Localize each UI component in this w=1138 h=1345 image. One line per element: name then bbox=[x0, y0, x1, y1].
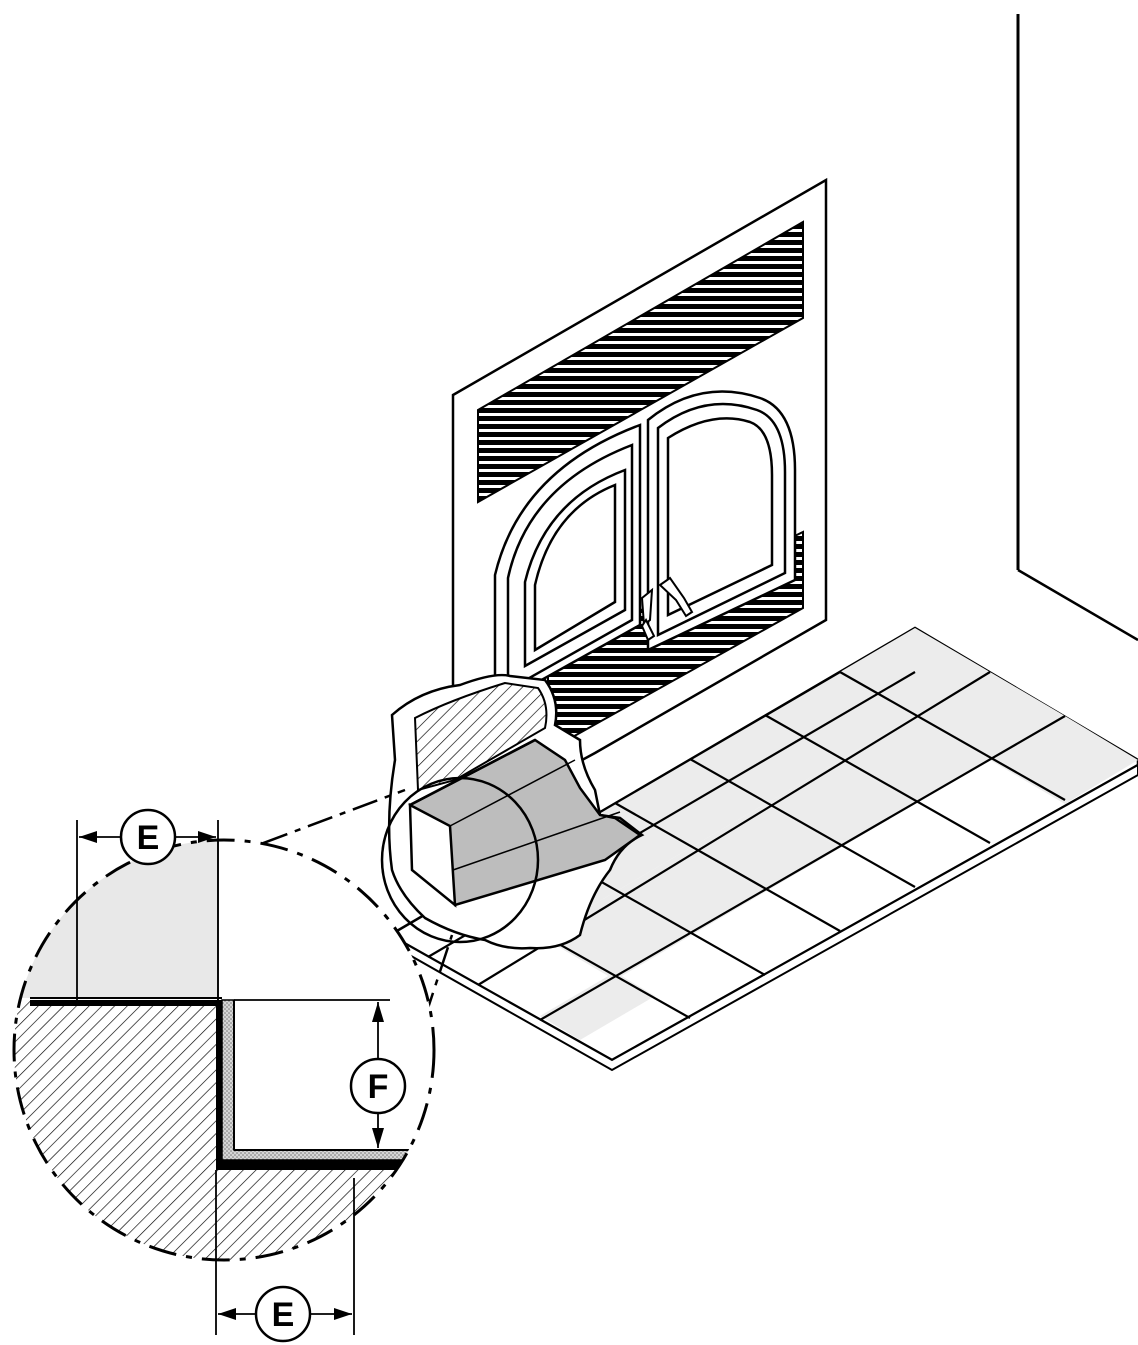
shaded-cut-region bbox=[14, 840, 218, 998]
masonry-hatch bbox=[413, 681, 548, 792]
magnifier-leaders bbox=[217, 788, 454, 1201]
hearth-cutaway bbox=[380, 673, 645, 950]
zoom-source-circle bbox=[380, 776, 540, 944]
wall-corner bbox=[1016, 14, 1138, 642]
callout-e-bottom: E bbox=[272, 1296, 295, 1334]
fireplace-doors bbox=[493, 390, 797, 709]
dimension-e-bottom: E bbox=[215, 1170, 355, 1343]
door-handles bbox=[640, 576, 694, 642]
channel-block bbox=[408, 738, 643, 908]
magnifier-circle bbox=[12, 838, 436, 1262]
dimension-f: F bbox=[234, 999, 407, 1148]
upper-louver bbox=[477, 220, 804, 504]
callout-e-top: E bbox=[137, 819, 160, 857]
dimension-e-top: E bbox=[76, 808, 219, 1000]
callout-e-bottom-circle bbox=[254, 1285, 312, 1343]
callout-f-circle bbox=[349, 1057, 407, 1115]
callout-e-top-circle bbox=[119, 808, 177, 866]
callout-f: F bbox=[368, 1068, 389, 1106]
